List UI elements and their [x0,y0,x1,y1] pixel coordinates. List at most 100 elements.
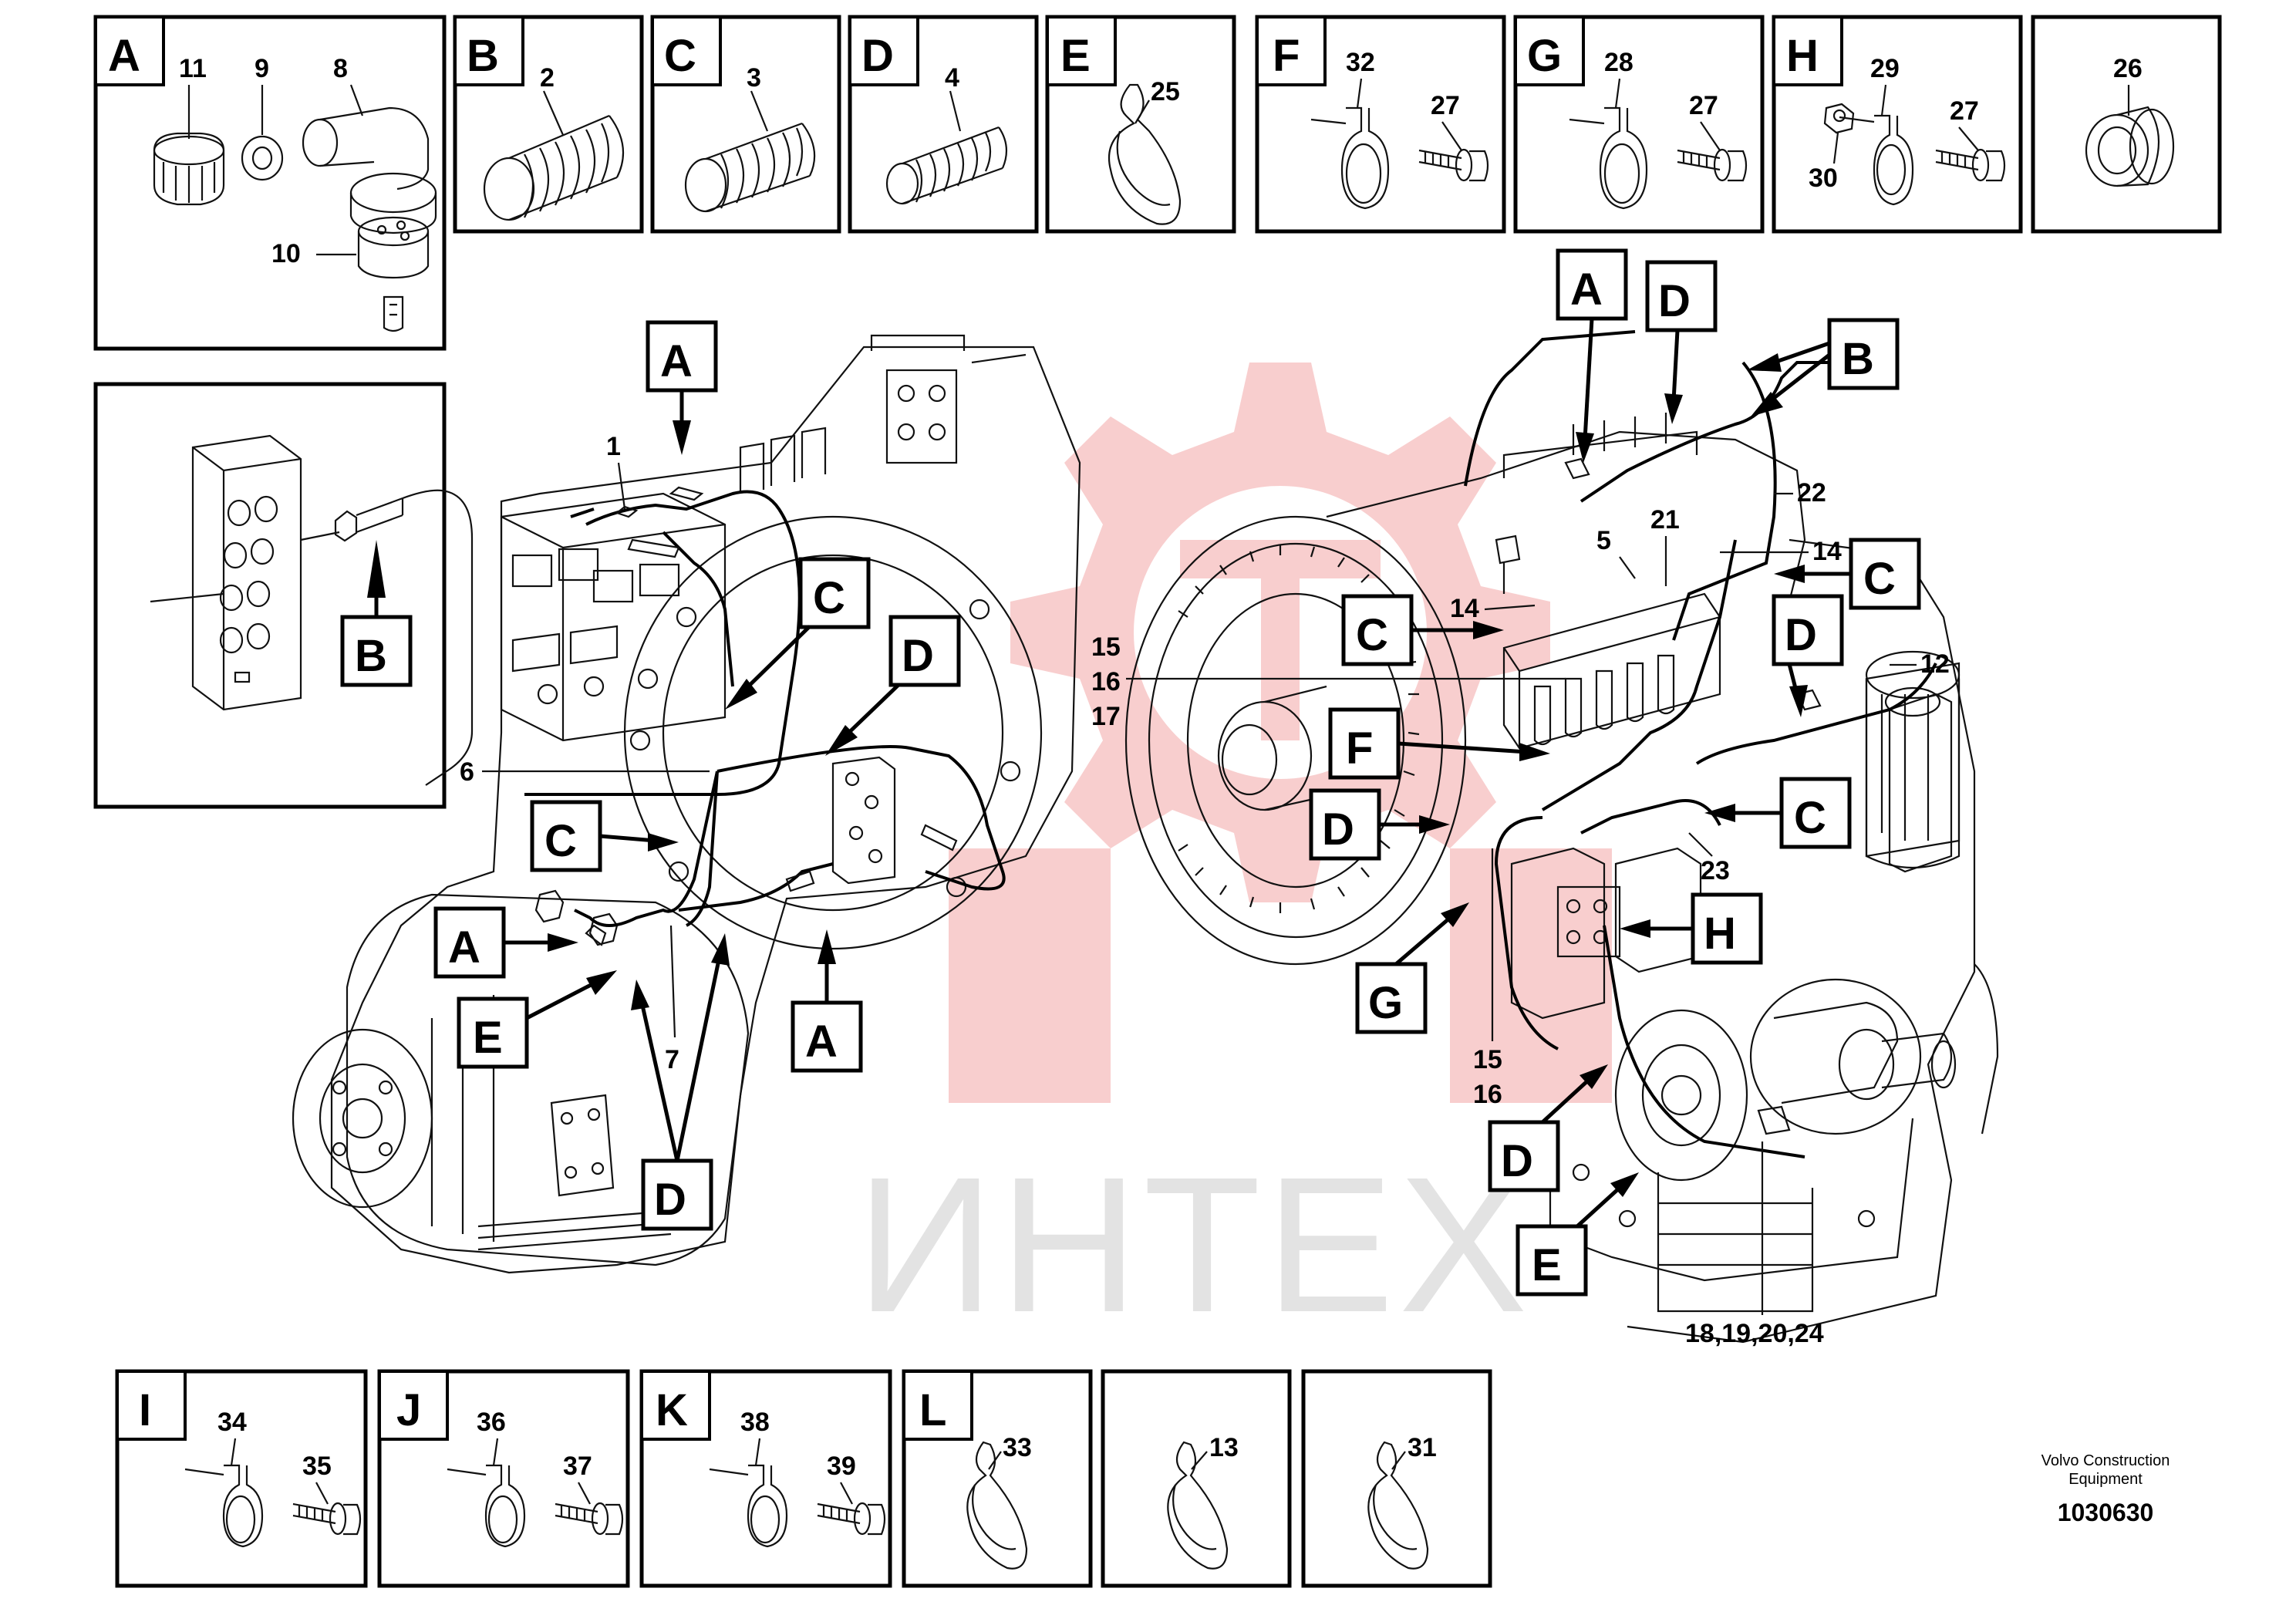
callout-letter: C [1863,554,1896,604]
bolt-drawing [292,1482,362,1536]
callout-c-left-mid: C [530,800,679,872]
callout-letter: A [448,922,480,973]
callout-letter: B [1842,334,1874,384]
callout-letter: A [660,336,693,386]
callout-letter: A [1570,265,1603,315]
clamp-drawing [709,1438,788,1548]
panel-k-letter: K [656,1385,688,1435]
callout-d-right-mid: D [1772,594,1844,717]
callout-letter: A [805,1017,838,1067]
part-number: 39 [827,1452,856,1481]
part-number: 5 [1596,526,1611,555]
part-number: 18,19,20,24 [1685,1319,1824,1348]
callout-d-right-bottom: D [1488,1064,1608,1192]
washer-drawing [241,85,284,181]
detail-panel-f: F 32 27 [1255,15,1506,234]
panel-i-letter: I [139,1385,151,1435]
part-number: 2 [540,63,555,93]
callout-e-right: E [1515,1172,1639,1297]
connector-nut-drawing [153,85,225,206]
callout-letter: D [654,1175,686,1225]
bolt-drawing [555,1482,624,1536]
part-number: 27 [1431,91,1460,120]
part-number: 14 [1450,594,1479,623]
p-clamp-drawing [1569,78,1648,210]
panel-g-letter: G [1527,31,1562,81]
callout-d-right-lower: D [1309,788,1450,861]
detail-panel-i: I 34 35 [115,1369,368,1588]
callout-letter: C [1794,793,1826,843]
part-number: 27 [1950,96,1979,126]
part-number: 21 [1650,505,1680,534]
part-number: 3 [747,63,761,93]
callout-d-left-bottom: D [631,933,730,1231]
callout-letter: D [1658,276,1691,326]
p-clamp-drawing [1839,84,1914,206]
connector-block-drawing [150,434,302,711]
drawing-number: 1030630 [2058,1499,2154,1526]
clamp-drawing [184,1438,264,1548]
part-number: 27 [1689,91,1718,120]
detail-panel-j: J 36 37 [377,1369,630,1588]
p-clamp-drawing [1310,78,1390,210]
cable-tie-drawing [1167,1441,1229,1570]
part-number: 22 [1797,478,1826,508]
right-housing-drawing [1124,413,1999,1344]
callout-a-right-top: A [1556,248,1628,463]
panel-h-letter: H [1786,31,1819,81]
cable-tie-drawing [1108,83,1182,225]
part-number: 36 [477,1408,506,1437]
corrugated-hose-drawing [885,90,1008,205]
bolt-drawing [1935,126,2006,182]
callout-letter: G [1368,978,1403,1028]
callout-e-left: E [457,970,617,1069]
detail-panel-31: 31 [1301,1369,1492,1588]
part-number: 38 [740,1408,770,1437]
part-number: 17 [1091,702,1121,731]
corrugated-hose-drawing [483,90,625,221]
callout-letter: C [544,816,577,866]
callout-letter: C [1356,610,1388,660]
detail-panel-c: C 3 [650,15,841,234]
callout-letter: F [1346,723,1373,774]
detail-panel-k: K 38 39 [639,1369,892,1588]
part-number: 28 [1604,48,1633,77]
part-number: 30 [1809,164,1838,193]
part-number: 6 [460,757,474,787]
callout-a-left-top: A [646,320,718,455]
left-transmission-assembly: 1 6 7 A C D C [292,320,1081,1274]
callout-letter: D [1785,610,1817,660]
watermark-text: ИНТЕХ [856,1137,1532,1352]
panel-a-letter: A [108,31,140,81]
detail-panel-h: H 29 27 30 [1772,15,2023,234]
panel-b-letter: B [467,31,499,81]
bolt-drawing [1418,121,1489,182]
cable-connector-drawing [300,489,474,786]
cable-tie-drawing [1367,1441,1429,1570]
connector-detail-panel: B [93,382,474,809]
part-number: 12 [1920,649,1950,679]
callout-letter: D [1322,804,1354,855]
left-housing-drawing [292,334,1081,1274]
part-number: 25 [1151,77,1180,106]
part-number: 4 [945,63,959,93]
spacer-drawing [1823,103,1855,164]
plug-drawing [316,216,430,332]
detail-panel-b: B 2 [453,15,644,234]
part-number: 10 [271,239,301,268]
detail-panel-e: E 25 [1045,15,1236,234]
part-number: 15 [1091,632,1121,662]
part-number: 33 [1003,1433,1032,1462]
caption-company-line2: Equipment [2068,1471,2143,1488]
part-number: 13 [1209,1433,1239,1462]
panel-f-letter: F [1273,31,1300,81]
callout-b-right: B [1747,318,1900,416]
callout-c-right-lower: C [1704,777,1852,849]
panel-d-letter: D [861,31,894,81]
callout-d-right-top: D [1645,260,1718,424]
bolt-drawing [1677,121,1748,182]
part-number: 37 [563,1452,592,1481]
callout-a-left-mid: A [433,906,578,979]
part-number: 26 [2113,54,2143,83]
